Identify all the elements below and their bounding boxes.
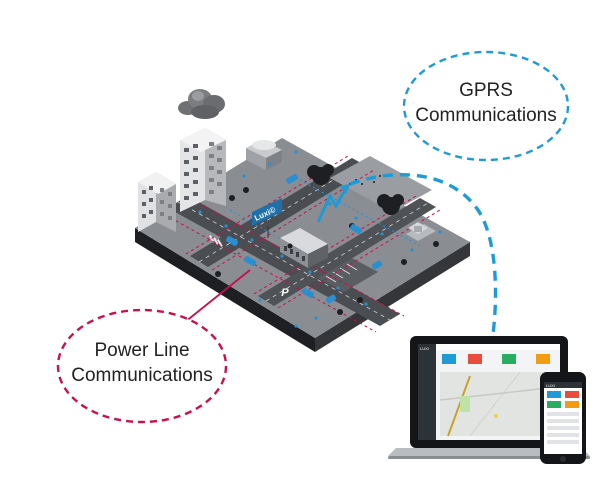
car xyxy=(302,288,314,298)
dashboard-tile xyxy=(536,354,550,364)
car xyxy=(325,294,337,304)
plc-title: Power Line xyxy=(94,340,189,361)
gprs-signal-icon xyxy=(316,184,350,223)
phone-brand: LUXI xyxy=(546,383,555,388)
gprs-callout: GPRS Communications xyxy=(402,50,570,162)
gprs-subtitle: Communications xyxy=(415,105,557,126)
dashboard-tile xyxy=(468,354,482,364)
laptop-device: LUXI xyxy=(388,336,590,459)
plc-subtitle: Communications xyxy=(71,365,213,386)
dashboard-tile xyxy=(442,354,456,364)
phone-tile xyxy=(547,401,561,408)
trees xyxy=(215,164,439,315)
gprs-title: GPRS xyxy=(459,80,513,101)
park-gazebo xyxy=(408,222,428,234)
gprs-link-line xyxy=(349,172,498,343)
car xyxy=(226,236,238,246)
phone-tile xyxy=(565,391,579,398)
phone-tile xyxy=(547,391,561,398)
plc-callout: Power Line Communications xyxy=(56,308,228,424)
car xyxy=(371,260,383,270)
laptop-brand: LUXI xyxy=(420,346,429,351)
park-area xyxy=(330,156,432,212)
parking-sign: P xyxy=(280,287,290,299)
cars xyxy=(226,174,383,304)
parking-lot xyxy=(318,258,378,292)
phone-tile xyxy=(565,401,579,408)
dashboard-tile xyxy=(502,354,516,364)
central-building xyxy=(280,228,328,268)
laptop-map xyxy=(440,372,548,436)
tall-building xyxy=(180,128,226,212)
car xyxy=(350,224,362,234)
street-lamps xyxy=(198,150,442,328)
car xyxy=(286,174,298,184)
phone-device: LUXI xyxy=(540,372,586,464)
car xyxy=(244,256,256,266)
pavilion-building xyxy=(246,140,282,170)
cloud-icon xyxy=(178,89,225,119)
low-building xyxy=(138,172,176,232)
